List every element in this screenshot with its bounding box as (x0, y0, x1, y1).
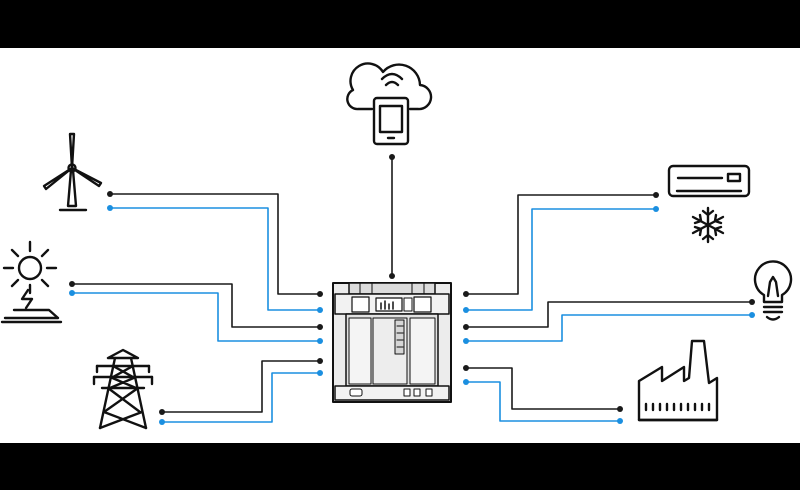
endpoint-dot-blue (749, 312, 755, 318)
pylon-dark-line (161, 360, 321, 413)
endpoint-dot-blue (317, 370, 323, 376)
solar-dark-line (71, 283, 321, 328)
cloud-smartphone-icon (346, 62, 433, 146)
endpoint-dot-dark (463, 291, 469, 297)
wind-turbine-icon (42, 132, 103, 212)
diagram-canvas (0, 48, 800, 443)
endpoint-dot-dark (749, 299, 755, 305)
bulb-dark-line (465, 301, 753, 328)
diagram-svg (0, 62, 793, 430)
endpoint-dot-blue (159, 419, 165, 425)
ac-dark-line (465, 194, 657, 295)
endpoint-dot-dark (317, 358, 323, 364)
endpoint-dots (69, 154, 755, 425)
factory-blue-line (465, 381, 621, 422)
endpoint-dot-dark (653, 192, 659, 198)
endpoint-dot-dark (389, 273, 395, 279)
circuit-breaker-device (332, 282, 452, 403)
ac-blue-line (465, 208, 657, 311)
factory-dark-line (465, 367, 621, 410)
air-conditioner-icon (667, 164, 751, 244)
endpoint-dot-dark (389, 154, 395, 160)
endpoint-dot-dark (617, 406, 623, 412)
endpoint-dot-dark (317, 291, 323, 297)
endpoint-dot-blue (317, 307, 323, 313)
endpoint-dot-blue (653, 206, 659, 212)
endpoint-dot-dark (107, 191, 113, 197)
top-black-band (0, 0, 800, 48)
light-bulb-icon (753, 260, 793, 321)
connections (71, 156, 753, 423)
endpoint-dot-blue (317, 338, 323, 344)
wind-blue-line (109, 207, 321, 311)
solar-blue-line (71, 292, 321, 342)
solar-sun-icon (0, 240, 63, 324)
endpoint-dot-blue (463, 307, 469, 313)
endpoint-dot-blue (69, 290, 75, 296)
bulb-blue-line (465, 314, 753, 342)
endpoint-dot-blue (463, 338, 469, 344)
endpoint-dot-dark (317, 324, 323, 330)
pylon-blue-line (161, 372, 321, 423)
endpoint-dot-dark (463, 365, 469, 371)
wind-dark-line (109, 193, 321, 295)
endpoint-dot-blue (463, 379, 469, 385)
factory-icon (637, 339, 719, 422)
endpoint-dot-blue (107, 205, 113, 211)
bottom-black-band (0, 443, 800, 490)
endpoint-dot-dark (463, 324, 469, 330)
endpoint-dot-blue (617, 418, 623, 424)
endpoint-dot-dark (69, 281, 75, 287)
endpoint-dot-dark (159, 409, 165, 415)
power-pylon-icon (92, 348, 154, 430)
